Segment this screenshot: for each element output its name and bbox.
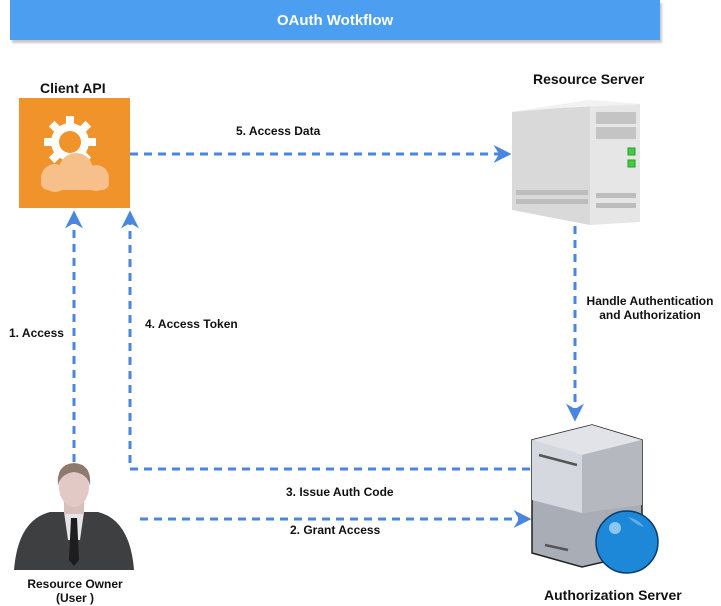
- edge-label-handle-auth-line1: Handle Authentication: [586, 294, 714, 308]
- edge-label-access: 1. Access: [9, 326, 64, 340]
- resource-owner-node[interactable]: [14, 463, 134, 570]
- client-api-node[interactable]: [19, 98, 130, 208]
- resource-server-label: Resource Server: [533, 71, 645, 87]
- businessman-icon: [14, 463, 134, 570]
- edge-label-issue-auth-code: 3. Issue Auth Code: [286, 485, 394, 499]
- diagram-title: OAuth Wotkflow: [10, 0, 660, 40]
- diagram-title-text: OAuth Wotkflow: [276, 11, 394, 29]
- edge-label-access-token: 4. Access Token: [145, 317, 238, 331]
- resource-owner-label: Resource Owner (User ): [20, 577, 130, 605]
- authorization-server-node[interactable]: [531, 424, 659, 574]
- edge-label-handle-auth: Handle Authentication and Authorization: [584, 294, 716, 322]
- resource-owner-label-line2: (User ): [55, 591, 94, 605]
- gear-cloud-icon: [41, 116, 109, 192]
- resource-server-node[interactable]: [512, 100, 640, 225]
- edge-access-token: [121, 210, 530, 471]
- edge-label-access-data: 5. Access Data: [236, 124, 321, 138]
- edge-label-handle-auth-line2: and Authorization: [599, 308, 701, 322]
- client-api-label: Client API: [40, 80, 106, 96]
- edge-label-grant-access: 2. Grant Access: [290, 523, 381, 537]
- server-tower-icon: [512, 100, 640, 225]
- resource-owner-label-line1: Resource Owner: [27, 577, 123, 591]
- authorization-server-label: Authorization Server: [544, 587, 682, 603]
- server-globe-icon: [531, 424, 659, 574]
